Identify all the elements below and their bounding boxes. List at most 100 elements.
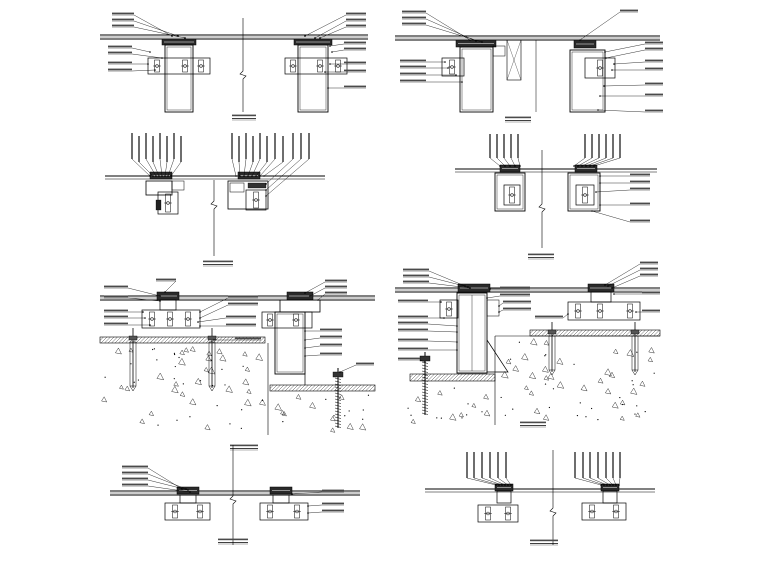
hatch-line (604, 329, 611, 337)
thread-mark (421, 376, 429, 379)
bolt-head (294, 318, 298, 322)
leader-dot (149, 51, 151, 53)
label-text-mark (619, 134, 621, 158)
hatch-line (326, 384, 334, 392)
aggregate-mark (605, 388, 612, 395)
label-text-mark (322, 509, 344, 512)
leader-dot (612, 484, 614, 486)
aggregate-dot (176, 419, 178, 421)
label-text-mark (112, 12, 134, 15)
aggregate-dot (173, 353, 176, 356)
leader-dot (339, 371, 341, 373)
aggregate-dot (229, 423, 231, 425)
aggregate-dot (512, 408, 514, 410)
anchor-tip (548, 369, 556, 376)
aggregate-dot (282, 421, 284, 423)
leader-line (307, 511, 323, 514)
aggregate-dot (410, 414, 412, 416)
label-text-mark (591, 134, 593, 158)
leader-line (170, 161, 182, 177)
hatch-line (649, 329, 657, 337)
aggregate-dot (173, 352, 176, 354)
leader-line (265, 158, 294, 185)
bracket-plate (486, 299, 500, 317)
hatch-line (534, 329, 541, 337)
hatch-line (555, 329, 562, 337)
leader-line (611, 275, 641, 289)
leader-line (133, 20, 179, 37)
leader-line (319, 26, 347, 39)
leader-dot (599, 95, 601, 97)
thread-mark (334, 377, 342, 380)
aggregate-dot (362, 409, 364, 411)
label-text-mark (218, 538, 248, 541)
hatch-line (184, 336, 192, 344)
steel-connector-plate (477, 504, 519, 523)
mullion-inner-wall (299, 46, 327, 111)
label-text-mark (152, 136, 154, 162)
label-text-mark (612, 134, 614, 158)
aggregate-mark (556, 357, 564, 365)
label-text-mark (203, 260, 233, 263)
steel-connector-plate (147, 57, 211, 75)
leader-line (505, 477, 512, 486)
leader-dot (499, 165, 501, 167)
leader-line (329, 43, 345, 47)
hatch-line (277, 384, 285, 392)
leader-dot (599, 175, 601, 177)
leader-line (265, 158, 310, 197)
aggregate-mark (529, 371, 537, 380)
label-text-mark (489, 134, 491, 158)
label-text-mark (230, 444, 258, 447)
hatch-line (298, 384, 306, 392)
label-text-mark (398, 357, 420, 360)
leader-dot (613, 63, 615, 65)
leader-dot (304, 292, 306, 294)
label-text-mark (320, 352, 342, 355)
aggregate-mark (259, 398, 266, 406)
hatch-line (430, 373, 439, 382)
label-text-mark (104, 295, 128, 298)
leader-dot (167, 175, 169, 177)
thread-mark (421, 391, 429, 394)
hatch-line (451, 373, 460, 382)
hatch-line (600, 329, 608, 337)
leader-dot (243, 175, 245, 177)
thread-mark (334, 401, 342, 404)
leader-dot (164, 175, 166, 177)
label-text-mark (630, 187, 650, 190)
steel-connector-plate (259, 502, 309, 521)
leader-dot (304, 35, 306, 37)
leader-dot (304, 347, 306, 349)
bolt-head (198, 509, 202, 514)
aggregate-mark (128, 347, 134, 353)
leader-line (304, 14, 347, 37)
thread-mark (334, 404, 342, 407)
hatch-line (614, 329, 622, 337)
leader-dot (199, 311, 201, 313)
aluminum-mullion (459, 46, 494, 113)
bolt-head (506, 511, 510, 516)
rod-nut (419, 355, 431, 362)
label-text-mark (274, 133, 276, 159)
leader-line (131, 53, 163, 59)
mullion-stub (602, 490, 618, 504)
leader-dot (247, 175, 249, 177)
leader-dot (147, 63, 149, 65)
aggregate-mark (647, 356, 653, 363)
aggregate-dot (133, 381, 135, 383)
hatch-line (181, 336, 188, 344)
label-text-mark (104, 309, 128, 312)
leader-dot (317, 299, 319, 301)
hatch-line (625, 329, 632, 337)
bolt-head (598, 309, 602, 313)
label-text-mark (138, 136, 140, 162)
aggregate-mark (543, 375, 549, 381)
leader-dot (607, 285, 609, 287)
leader-line (613, 61, 646, 65)
hatch-line (118, 336, 125, 344)
hatch-line (597, 329, 604, 337)
label-text-mark (645, 82, 663, 85)
mullion-inner-wall (461, 48, 492, 111)
